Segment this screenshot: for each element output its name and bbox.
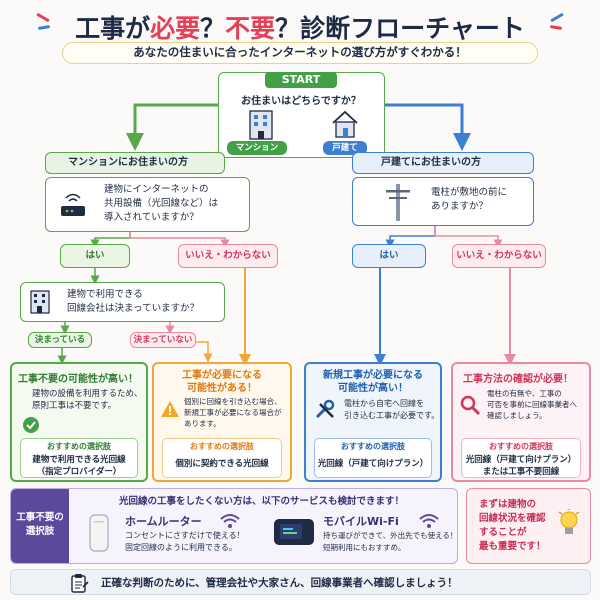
wifi-icon — [419, 514, 439, 528]
start-label: START — [265, 72, 337, 88]
house-header: 戸建てにお住まいの方 — [352, 152, 534, 174]
recommendation-box: おすすめの選択肢 建物で利用できる光回線（指定プロバイダー） — [20, 438, 138, 478]
house-question: 電柱が敷地の前にありますか？ — [352, 177, 534, 226]
house-icon — [332, 110, 358, 138]
warning-icon — [161, 401, 179, 417]
magnifier-icon — [460, 395, 481, 416]
result-description: 電柱の有無や、工事の可否を事前に回線事業者へ確認しましょう。 — [487, 389, 577, 420]
house-yes-button[interactable]: はい — [352, 244, 426, 268]
recommendation-box: おすすめの選択肢 光回線（戸建て向けプラン）または工事不要回線 — [461, 438, 581, 478]
mansion-question-1: 建物にインターネットの共用設備（光回線など）は導入されていますか？ — [45, 177, 250, 232]
alternatives-heading: 光回線の工事をしたくない方は、以下のサービスも検討できます！ — [119, 496, 405, 507]
mansion-header: マンションにお住まいの方 — [45, 152, 225, 174]
check-icon — [23, 417, 39, 433]
result-description: 電柱から自宅へ回線を引き込む工事が必要です。 — [344, 399, 440, 420]
house-option[interactable]: 戸建て — [323, 141, 367, 155]
recommendation-box: おすすめの選択肢 光回線（戸建て向けプラン） — [314, 438, 432, 478]
result-title: 工事不要の可能性が高い！ — [18, 374, 138, 385]
building-icon — [249, 110, 273, 140]
footer-note: 正確な判断のために、管理会社や大家さん、回線事業者へ確認しましょう！ — [10, 569, 591, 595]
house-question-text: 電柱が敷地の前にありますか？ — [431, 187, 508, 212]
utility-pole-icon — [386, 184, 410, 221]
mansion-yes-button[interactable]: はい — [60, 244, 130, 268]
mobile-wifi-title: モバイルWi-Fi — [323, 515, 399, 528]
result-card-3: 新規工事が必要になる可能性が高い！ 電柱から自宅へ回線を引き込む工事が必要です。… — [304, 362, 442, 482]
page-title: 工事が必要？不要？診断フローチャート — [75, 14, 525, 43]
house-no-button[interactable]: いいえ・わからない — [452, 244, 546, 268]
mansion-option[interactable]: マンション — [227, 141, 287, 155]
decided-button[interactable]: 決まっている — [28, 332, 92, 348]
result-description: 建物の設備を利用するため、原則工事は不要です。 — [32, 389, 143, 411]
tools-icon — [315, 399, 335, 419]
tip-box: まずは建物の回線状況を確認することが最も重要です！ — [466, 488, 591, 564]
result-card-4: 工事方法の確認が必要！ 電柱の有無や、工事の可否を事前に回線事業者へ確認しましょ… — [451, 362, 591, 482]
result-title: 工事方法の確認が必要！ — [463, 374, 573, 385]
wifi-icon — [220, 514, 240, 528]
lightbulb-icon — [558, 509, 580, 534]
result-card-1: 工事不要の可能性が高い！ 建物の設備を利用するため、原則工事は不要です。 おすす… — [10, 362, 148, 482]
clipboard-icon — [71, 574, 89, 593]
router-icon — [61, 193, 85, 216]
recommendation-box: おすすめの選択肢 個別に契約できる光回線 — [162, 438, 282, 478]
result-title: 工事が必要になる可能性がある！ — [182, 370, 262, 394]
undecided-button[interactable]: 決まっていない — [130, 332, 196, 348]
start-question: お住まいはどちらですか？ — [241, 96, 361, 107]
mobile-wifi-description: 持ち運びができて、外出先でも使える！短期利用にもおすすめ。 — [323, 531, 458, 552]
subtitle: あなたの住まいに合ったインターネットの選び方がすぐわかる！ — [62, 42, 538, 64]
start-box: START お住まいはどちらですか？ マンション 戸建て — [218, 72, 385, 158]
building-icon — [30, 290, 50, 314]
mansion-question-2: 建物で利用できる回線会社は決まっていますか？ — [20, 282, 225, 322]
result-title: 新規工事が必要になる可能性が高い！ — [323, 370, 423, 394]
home-router-description: コンセントにさすだけで使える！固定回線のように利用できる。 — [125, 531, 245, 552]
mansion-question-2-text: 建物で利用できる回線会社は決まっていますか？ — [67, 289, 200, 314]
mansion-no-button[interactable]: いいえ・わからない — [178, 244, 278, 268]
alternatives-side-label: 工事不要の選択肢 — [11, 489, 69, 563]
result-description: 個別に回線を引き込む場合、新規工事が必要になる場合があります。 — [184, 397, 282, 428]
home-router-icon — [89, 514, 109, 552]
mobile-wifi-icon — [274, 519, 314, 545]
home-router-title: ホームルーター — [125, 515, 202, 528]
tip-text: まずは建物の回線状況を確認することが最も重要です！ — [479, 499, 546, 552]
mansion-question-1-text: 建物にインターネットの共用設備（光回線など）は導入されていますか？ — [104, 184, 219, 223]
footer-text: 正確な判断のために、管理会社や大家さん、回線事業者へ確認しましょう！ — [101, 577, 458, 589]
result-card-2: 工事が必要になる可能性がある！ 個別に回線を引き込む場合、新規工事が必要になる場… — [152, 362, 292, 482]
alternatives-panel: 工事不要の選択肢 光回線の工事をしたくない方は、以下のサービスも検討できます！ … — [10, 488, 458, 564]
